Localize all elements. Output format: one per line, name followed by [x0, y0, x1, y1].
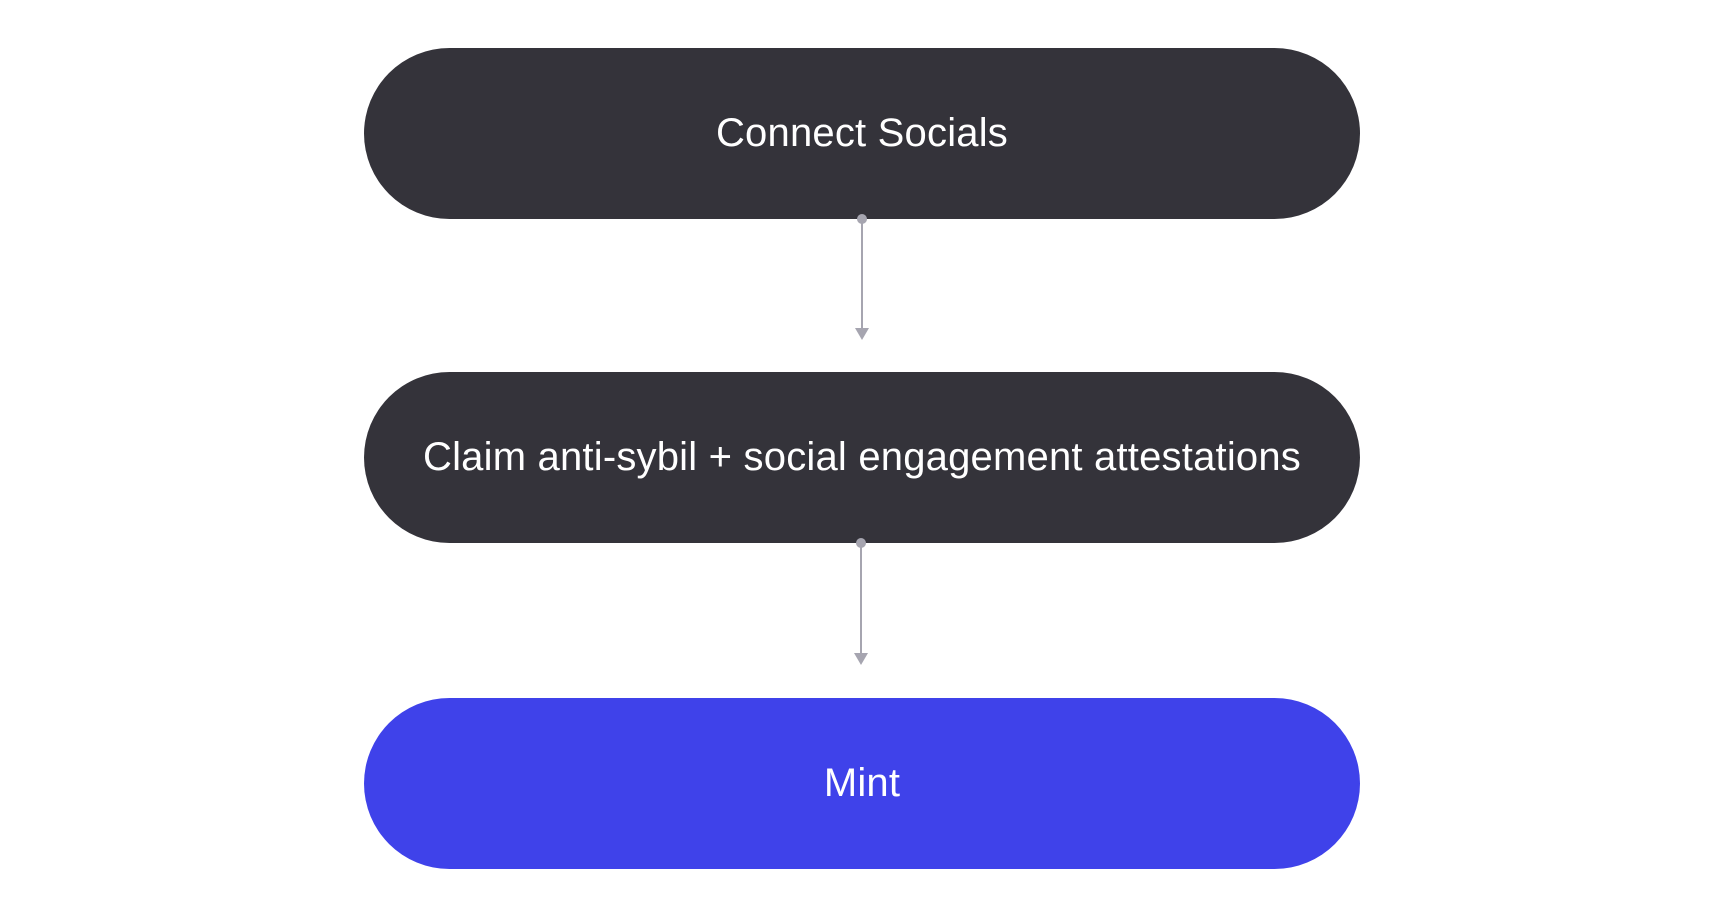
step-label: Connect Socials: [715, 111, 1009, 155]
step-label: Mint: [823, 761, 901, 805]
step-connect-socials[interactable]: Connect Socials: [364, 48, 1360, 219]
step-label: Claim anti-sybil + social engagement att…: [422, 435, 1302, 479]
connector-2: [854, 538, 868, 665]
arrow-down-icon: [855, 328, 869, 340]
connector-1: [855, 214, 869, 340]
arrow-down-icon: [854, 653, 868, 665]
step-claim-attestations[interactable]: Claim anti-sybil + social engagement att…: [364, 372, 1360, 543]
step-mint[interactable]: Mint: [364, 698, 1360, 869]
